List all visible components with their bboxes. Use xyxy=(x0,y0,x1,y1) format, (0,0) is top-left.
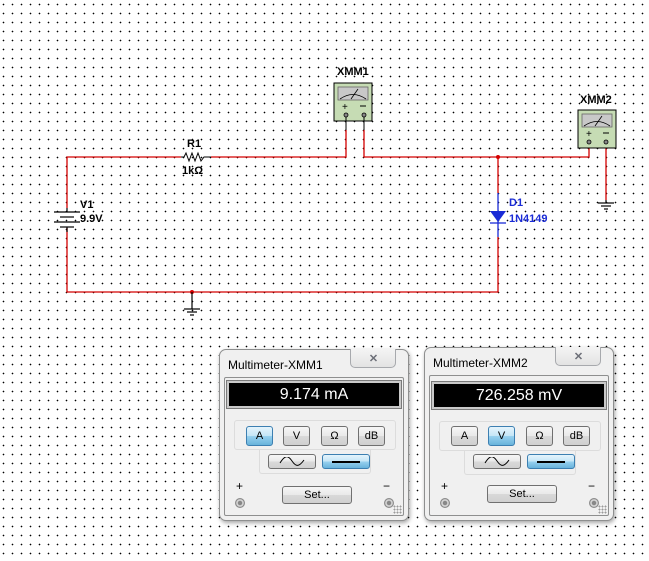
meter-arc-icon xyxy=(583,121,611,127)
terminal-plus[interactable] xyxy=(586,139,592,145)
r1-ref: R1 xyxy=(187,138,201,150)
set-button[interactable]: Set... xyxy=(487,485,557,503)
battery-icon xyxy=(54,208,80,232)
sine-wave-icon xyxy=(484,457,510,466)
plus-terminal[interactable] xyxy=(235,498,245,508)
window-title: Multimeter-XMM2 xyxy=(433,356,528,370)
wire-r1-xmm1[interactable] xyxy=(211,130,347,158)
meter-arc-icon xyxy=(339,94,367,100)
inner-frame xyxy=(429,375,609,516)
diode-icon xyxy=(490,193,506,237)
minus-terminal[interactable] xyxy=(589,498,599,508)
close-button[interactable]: ✕ xyxy=(350,349,396,368)
xmm2-label: XMM2 xyxy=(580,94,612,106)
d1-ref: D1 xyxy=(509,197,523,209)
reading-display: 9.174 mA xyxy=(226,380,402,409)
wire-xmm1-junction[interactable] xyxy=(363,130,590,158)
ground-icon xyxy=(598,200,614,210)
xmm1-label: XMM1 xyxy=(337,66,369,78)
minus-terminal-label: − xyxy=(382,479,390,493)
close-button[interactable]: ✕ xyxy=(555,347,601,366)
minus-terminal-label: − xyxy=(587,479,595,493)
junction-top xyxy=(496,155,500,159)
mode-voltmeter-button[interactable]: V xyxy=(283,426,310,446)
ac-button[interactable] xyxy=(473,454,521,469)
multimeter-xmm1-symbol[interactable]: XMM1 + xyxy=(333,66,373,130)
coupling-group xyxy=(464,450,576,475)
ground-icon xyxy=(184,292,200,316)
multimeter-xmm2-symbol[interactable]: XMM2 + xyxy=(577,94,617,149)
resize-grip-icon[interactable] xyxy=(598,505,607,514)
plus-icon: + xyxy=(586,129,592,140)
reading-display: 726.258 mV xyxy=(431,381,607,410)
sine-wave-icon xyxy=(279,457,305,466)
mode-group xyxy=(439,421,601,451)
terminal-plus[interactable] xyxy=(343,112,349,118)
multimeter-xmm2-window[interactable]: Multimeter-XMM2 ✕ 726.258 mV A V Ω dB + … xyxy=(424,347,614,521)
mode-ammeter-button[interactable]: A xyxy=(246,426,273,446)
v1-ref: V1 xyxy=(80,199,93,211)
terminal-minus[interactable] xyxy=(603,139,609,145)
plus-icon: + xyxy=(342,102,348,113)
r1-value: 1kΩ xyxy=(182,165,203,177)
diode-d1[interactable]: D1 1N4149 xyxy=(490,193,548,237)
window-title: Multimeter-XMM1 xyxy=(228,358,323,372)
ac-button[interactable] xyxy=(268,454,316,469)
wire-bottom[interactable] xyxy=(66,228,499,293)
coupling-group xyxy=(259,449,371,474)
wire-top-left[interactable] xyxy=(66,156,181,208)
mode-ammeter-button[interactable]: A xyxy=(451,426,478,446)
meter-needle-icon xyxy=(594,115,603,127)
mode-group xyxy=(234,420,396,450)
dc-button[interactable] xyxy=(527,454,575,469)
mode-db-button[interactable]: dB xyxy=(563,426,590,446)
mode-ohmmeter-button[interactable]: Ω xyxy=(321,426,348,446)
resize-grip-icon[interactable] xyxy=(393,505,402,514)
resistor-icon xyxy=(181,151,211,163)
mode-db-button[interactable]: dB xyxy=(358,426,385,446)
mode-voltmeter-button[interactable]: V xyxy=(488,426,515,446)
terminal-minus[interactable] xyxy=(361,112,367,118)
plus-terminal[interactable] xyxy=(440,498,450,508)
dc-button[interactable] xyxy=(322,454,370,469)
minus-terminal[interactable] xyxy=(384,498,394,508)
close-icon: ✕ xyxy=(368,352,378,365)
dc-line-icon xyxy=(332,460,360,463)
d1-value: 1N4149 xyxy=(509,213,548,225)
dc-line-icon xyxy=(537,460,565,463)
resistor-r1[interactable]: R1 1kΩ xyxy=(181,138,211,177)
meter-needle-icon xyxy=(350,88,359,100)
v1-value: 9.9V xyxy=(80,213,103,225)
wires xyxy=(66,130,607,293)
close-icon: ✕ xyxy=(573,350,583,363)
inner-frame xyxy=(224,377,404,516)
battery-v1[interactable]: V1 9.9V xyxy=(54,199,103,232)
plus-terminal-label: + xyxy=(441,479,449,493)
mode-ohmmeter-button[interactable]: Ω xyxy=(526,426,553,446)
plus-terminal-label: + xyxy=(236,479,244,493)
multimeter-xmm1-window[interactable]: Multimeter-XMM1 ✕ 9.174 mA A V Ω dB + − … xyxy=(219,349,409,521)
set-button[interactable]: Set... xyxy=(282,486,352,504)
